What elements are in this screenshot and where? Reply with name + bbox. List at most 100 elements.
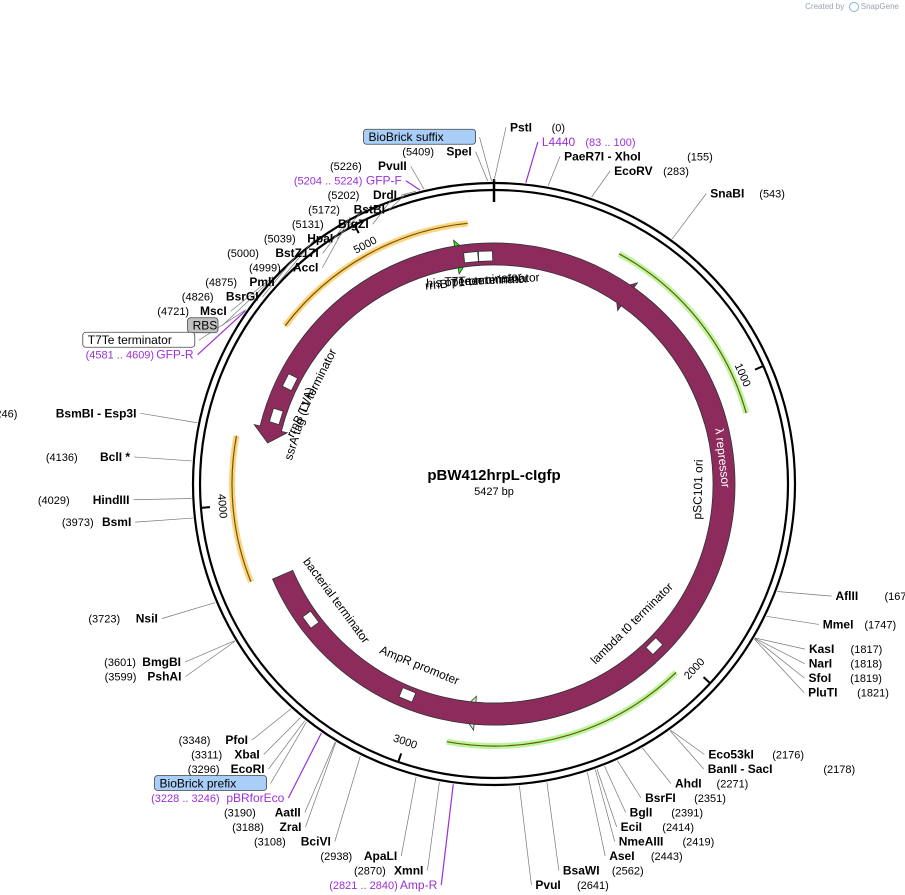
highlight-band-line: [231, 435, 252, 582]
site-label[interactable]: AatII(3190): [224, 806, 301, 820]
site-label[interactable]: MmeI(1747): [823, 617, 896, 631]
feature-label: pSC101 ori: [690, 459, 706, 519]
site-label[interactable]: BstZ17I(5000): [227, 246, 319, 260]
primer-label[interactable]: GFP-F(5204 .. 5224): [294, 174, 402, 188]
primer-label[interactable]: L4440(83 .. 100): [542, 135, 636, 149]
site-name: GFP-F: [366, 174, 402, 188]
site-position: (2443): [651, 851, 683, 863]
leader-line: [322, 217, 351, 254]
site-name: AccI: [293, 261, 318, 275]
site-name: PshAI: [147, 670, 181, 684]
terminator-arrow-icon: [463, 251, 479, 264]
site-position: (1670): [885, 591, 905, 603]
site-name: BtgZI: [338, 217, 369, 231]
site-label[interactable]: BsaWI(2562): [563, 864, 644, 878]
site-label[interactable]: EciI(2414): [621, 820, 694, 834]
site-label[interactable]: BciVI(3108): [254, 835, 331, 849]
site-label[interactable]: BclI *(4136): [46, 450, 131, 464]
site-label[interactable]: SfoI(1819): [809, 671, 882, 685]
site-label[interactable]: PluTI(1821): [808, 686, 889, 700]
leader-line: [475, 151, 489, 182]
site-label[interactable]: NmeAIII(2419): [619, 835, 715, 849]
leader-line: [135, 517, 193, 523]
terminator-arrow-icon: [645, 637, 664, 656]
leader-line: [594, 769, 616, 842]
site-label[interactable]: BanII - SacI(2178): [708, 762, 855, 776]
site-name: AseI: [609, 849, 634, 863]
leader-line: [263, 717, 301, 755]
center-title: pBW412hrpL-cIgfp 5427 bp: [427, 467, 560, 498]
site-label[interactable]: EcoRI(3296): [188, 762, 265, 776]
site-label[interactable]: SpeI(5409): [402, 145, 471, 159]
site-label[interactable]: KasI(1817): [809, 642, 882, 656]
leader-line: [519, 785, 532, 886]
site-name: EciI: [621, 820, 642, 834]
site-label[interactable]: PshAI(3599): [105, 670, 182, 684]
site-label[interactable]: Eco53kI(2176): [708, 748, 804, 762]
snapgene-logo-icon: [848, 2, 859, 12]
site-label[interactable]: BsrFI(2351): [645, 791, 726, 805]
feature-tag-box: [82, 331, 196, 348]
site-position: (2938): [320, 851, 352, 863]
site-position: (3296): [188, 764, 220, 776]
primer-label[interactable]: pBRforEco(3228 .. 3246): [151, 791, 285, 805]
site-label[interactable]: PvuII(5226): [330, 159, 407, 173]
site-label[interactable]: HpaI(5039): [264, 232, 333, 246]
site-label[interactable]: AseI (2443): [609, 849, 682, 863]
site-label[interactable]: MscI(4721): [157, 304, 226, 318]
site-label[interactable]: BsmBI - Esp3I(4246): [0, 406, 136, 420]
site-label[interactable]: PfoI(3348): [179, 733, 248, 747]
leader-line: [479, 137, 492, 182]
site-name: DrdI: [373, 188, 397, 202]
site-name: Eco53kI: [708, 748, 753, 762]
site-position: (2178): [823, 764, 855, 776]
site-label[interactable]: AflII(1670): [836, 589, 905, 603]
site-label[interactable]: HindIII(4029): [38, 493, 130, 507]
site-label[interactable]: NsiI(3723): [88, 612, 157, 626]
primer-label[interactable]: Amp-R(2821 .. 2840): [329, 878, 437, 892]
leader-line: [493, 127, 507, 182]
site-position: (5172): [308, 205, 340, 217]
feature-tag[interactable]: T7Te terminator: [82, 331, 196, 348]
site-position: (2351): [694, 793, 726, 805]
site-label[interactable]: PmlI(4875): [205, 275, 274, 289]
site-label[interactable]: NarI(1818): [809, 657, 882, 671]
site-label[interactable]: PvuI(2641): [535, 878, 608, 892]
site-label[interactable]: BmgBI(3601): [104, 655, 181, 669]
site-label[interactable]: PstI(0): [510, 120, 565, 134]
feature-tag[interactable]: BioBrick suffix: [363, 128, 476, 145]
leader-line: [671, 193, 707, 240]
site-label[interactable]: PaeR7I - XhoI(155): [564, 149, 713, 163]
leader-line: [133, 498, 192, 501]
leader-line: [591, 170, 611, 198]
site-label[interactable]: XmnI(2870): [354, 864, 423, 878]
site-label[interactable]: EcoRV(283): [614, 164, 689, 178]
site-label[interactable]: AccI(4999): [249, 261, 318, 275]
feature-tag[interactable]: RBS: [187, 317, 219, 334]
site-label[interactable]: BsmI(3973): [62, 515, 131, 529]
feature--repressor[interactable]: [253, 242, 736, 726]
site-label[interactable]: AhdI(2271): [675, 777, 748, 791]
leader-line: [754, 637, 805, 664]
site-label[interactable]: XbaI(3311): [191, 748, 260, 762]
site-label[interactable]: ZraI(3188): [232, 820, 301, 834]
site-name: HindIII: [93, 493, 130, 507]
site-label[interactable]: DrdI(5202): [328, 188, 397, 202]
site-label[interactable]: ApaLI(2938): [320, 849, 397, 863]
site-position: (4875): [205, 277, 237, 289]
site-label[interactable]: SnaBI(543): [710, 187, 785, 201]
site-label[interactable]: BtgZI(5131): [292, 217, 369, 231]
site-label[interactable]: BglI(2391): [630, 806, 703, 820]
site-position: (5000): [227, 248, 259, 260]
site-name: Amp-R: [400, 878, 438, 892]
primer-label[interactable]: GFP-R(4581 .. 4609): [86, 348, 194, 362]
site-label[interactable]: BstBI(5172): [308, 203, 385, 217]
site-name: MmeI: [823, 617, 854, 631]
site-position: (3108): [254, 837, 286, 849]
leader-line: [400, 190, 417, 196]
feature-tag[interactable]: BioBrick prefix: [154, 775, 267, 791]
site-position: (1821): [857, 688, 889, 700]
leader-line: [336, 210, 363, 239]
site-label[interactable]: BsrGI(4826): [182, 290, 259, 304]
site-name: pBRforEco: [226, 791, 284, 805]
